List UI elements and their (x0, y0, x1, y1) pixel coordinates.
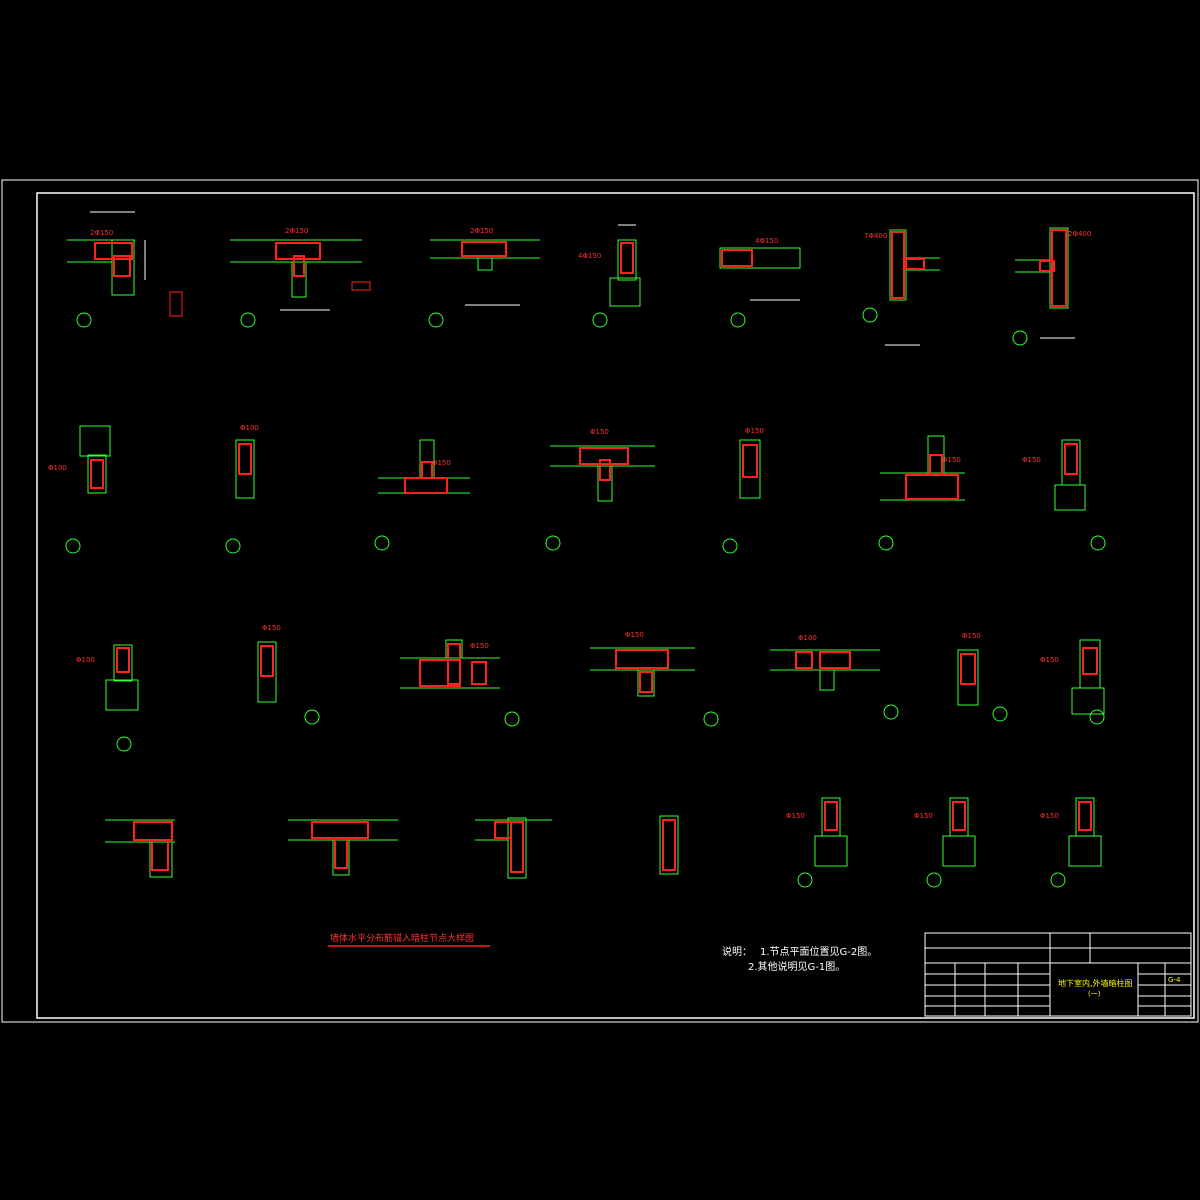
label-rebar: Φ150 (1022, 456, 1041, 464)
detail-2: 2Φ150 (230, 227, 371, 311)
outer-frame (1, 179, 1199, 1023)
drawing-title: 地下室内,外墙暗柱图 (1058, 978, 1133, 988)
label-rebar: Φ100 (240, 424, 259, 432)
detail-1: 2Φ150 (67, 211, 183, 317)
bottom-caption: 墙体水平分布筋锚入暗柱节点大样图 (330, 932, 474, 944)
label-rebar: Φ150 (962, 632, 981, 640)
detail-20: Φ150 (914, 797, 976, 867)
detail-16: Φ100 (770, 634, 880, 691)
label-rebar: 2Φ150 (90, 229, 113, 237)
label-rebar: Φ150 (470, 642, 489, 650)
label-rebar: 4Φ150 (755, 237, 778, 245)
detail-13: Φ150 (257, 624, 281, 703)
detail-17: Φ150 (1040, 639, 1105, 715)
label-rebar: Φ150 (590, 428, 609, 436)
label-rebar: Φ100 (76, 656, 95, 664)
title-block (924, 932, 1192, 1017)
detail-11: Φ150 (880, 435, 965, 501)
label-rebar: Φ100 (798, 634, 817, 642)
label-rebar: Φ150 (942, 456, 961, 464)
detail-3: 2Φ150 (430, 227, 540, 306)
detail-19: Φ150 (786, 797, 848, 867)
detail-4a: 4Φ150 (719, 237, 801, 301)
detail-8: Φ150 (378, 439, 470, 494)
label-rebar: Φ150 (786, 812, 805, 820)
label-rebar: Φ150 (745, 427, 764, 435)
label-rebar: Φ150 (432, 459, 451, 467)
detail-10: Φ150 (739, 427, 764, 499)
inner-frame (36, 192, 1195, 1019)
detail-markers (65, 307, 1106, 888)
label-rebar: Φ150 (1040, 812, 1059, 820)
detail-9: Φ150 (550, 428, 655, 502)
label-rebar: Φ150 (625, 631, 644, 639)
sheet-number: G-4 (1168, 976, 1181, 984)
anchor-detail-3 (475, 817, 552, 879)
detail-6: Φ100 (48, 425, 111, 494)
notes-line-2: 2.其他说明见G-1图。 (748, 960, 845, 973)
drawing-subtitle: (一) (1088, 990, 1101, 998)
label-rebar: Φ150 (914, 812, 933, 820)
label-rebar: 4Φ150 (578, 252, 601, 260)
detail-7: Φ100 (235, 424, 259, 499)
detail-12c: Φ100 (76, 644, 139, 711)
detail-16b: Φ150 (957, 632, 981, 706)
notes-line-1: 1.节点平面位置见G-2图。 (760, 945, 877, 958)
anchor-detail-2 (288, 819, 398, 876)
anchor-detail-1 (105, 819, 175, 878)
label-rebar: Φ150 (262, 624, 281, 632)
detail-12: Φ150 (1022, 439, 1086, 511)
notes-prefix: 说明： (722, 945, 752, 958)
detail-15: Φ150 (590, 631, 695, 697)
label-rebar: Φ100 (48, 464, 67, 472)
detail-5: 7Φ400 (864, 229, 940, 346)
detail-5a: 2Φ400 (1015, 227, 1091, 339)
detail-14: Φ150 (400, 639, 500, 689)
label-rebar: 7Φ400 (864, 232, 887, 240)
label-rebar: 2Φ150 (285, 227, 308, 235)
label-rebar: Φ150 (1040, 656, 1059, 664)
label-rebar: 2Φ400 (1068, 230, 1091, 238)
anchor-detail-4 (659, 815, 679, 875)
detail-4: 4Φ150 (578, 224, 641, 307)
label-rebar: 2Φ150 (470, 227, 493, 235)
detail-21: Φ150 (1040, 797, 1102, 867)
